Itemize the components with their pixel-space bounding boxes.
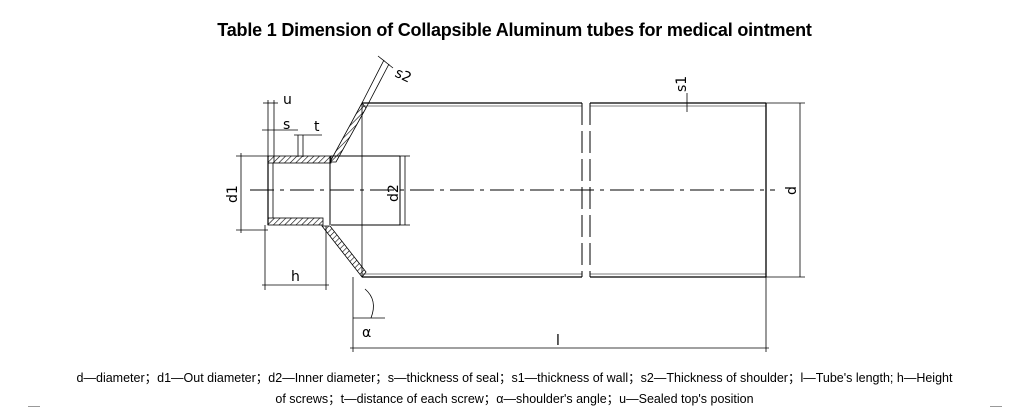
legend-line-2: of screws；t—distance of each screw；α—sho… [275, 392, 754, 406]
label-s2: s2 [392, 65, 413, 86]
label-s1: s1 [674, 76, 690, 92]
corner-mark-left [28, 406, 40, 417]
dimension-lines [236, 55, 805, 352]
label-d1: d1 [225, 185, 241, 203]
label-alpha: α [362, 325, 371, 341]
label-t: t [314, 119, 320, 135]
label-h: h [291, 269, 300, 285]
corner-mark-right [990, 406, 1002, 417]
diagram-title: Table 1 Dimension of Collapsible Aluminu… [217, 20, 812, 40]
label-u: u [283, 92, 292, 108]
neck [267, 155, 401, 226]
upper-shoulder [329, 102, 367, 163]
legend-line-1: d—diameter；d1—Out diameter；d2—Inner diam… [76, 371, 953, 385]
label-l: l [556, 333, 560, 349]
label-s: s [283, 117, 290, 133]
label-d: d [784, 186, 800, 195]
label-d2: d2 [386, 184, 402, 202]
lower-shoulder [321, 225, 367, 278]
